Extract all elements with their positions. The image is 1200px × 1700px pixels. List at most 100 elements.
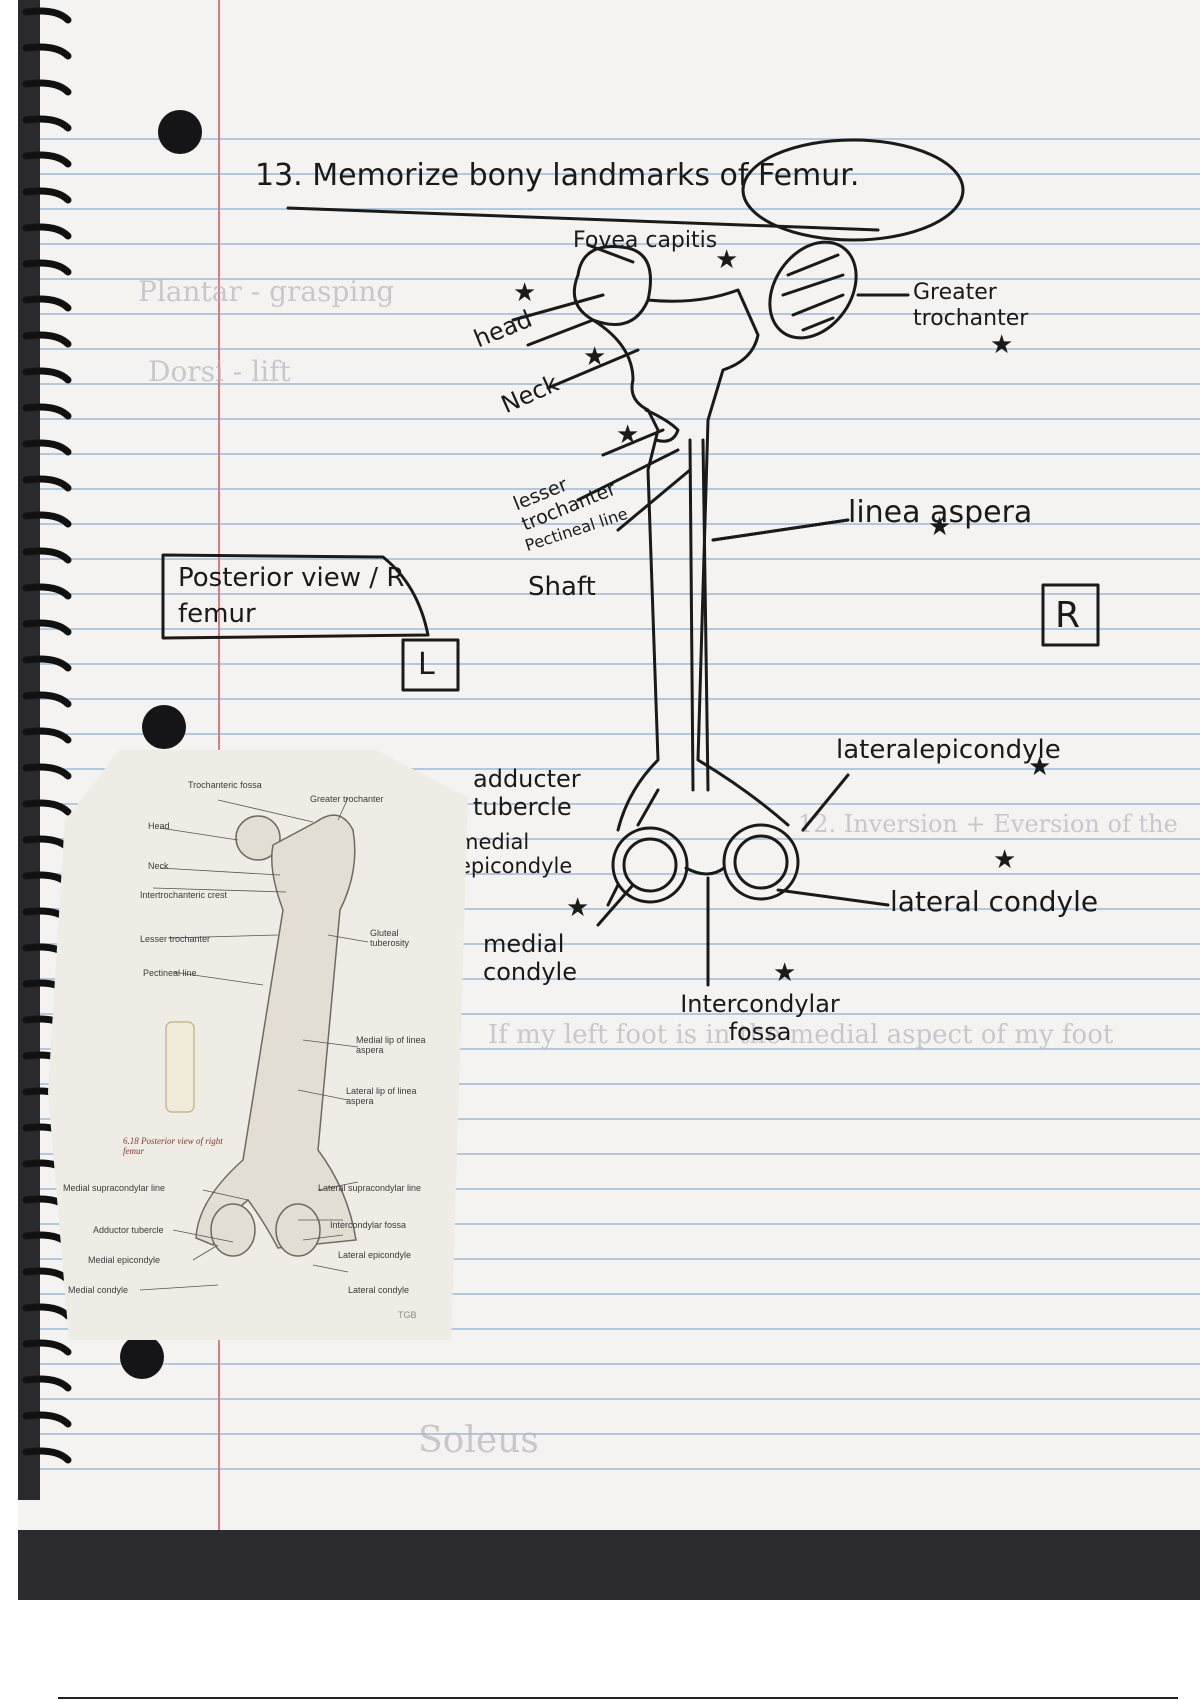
ref-label: Lateral epicondyle — [338, 1250, 412, 1260]
ruled-line — [18, 1223, 1200, 1225]
lesser-trochanter-shape — [644, 408, 680, 443]
ruled-line — [18, 348, 1200, 350]
leader-adductor — [636, 788, 660, 827]
ref-label: Adductor tubercle — [93, 1225, 164, 1235]
ghost-text: Dorsi - lift — [148, 355, 291, 388]
star-icon: ★ — [616, 420, 640, 450]
ref-label: Medial epicondyle — [88, 1255, 161, 1265]
leader-medial-epicondyle — [606, 883, 620, 907]
box-right — [1041, 583, 1100, 647]
reference-femur-image: Trochanteric fossa Greater trochanter He… — [48, 750, 468, 1340]
ruled-line — [18, 173, 1200, 175]
punch-hole — [142, 705, 186, 749]
ruled-line — [18, 488, 1200, 490]
notebook-photo: Plantar - grasping Dorsi - lift 12. Inve… — [18, 0, 1200, 1600]
leader-pectineal — [616, 468, 692, 532]
ref-label: Trochanteric fossa — [188, 780, 262, 790]
ref-label: Intercondylar fossa — [330, 1220, 407, 1230]
ruled-line — [18, 1258, 1200, 1260]
star-icon: ★ — [583, 342, 607, 372]
ref-label: Medial supracondylar line — [63, 1183, 166, 1193]
intercondylar-notch — [684, 866, 726, 876]
ruled-line — [18, 1118, 1200, 1120]
punch-hole — [158, 110, 202, 154]
leader-fovea — [586, 243, 635, 264]
ref-label: Intertrochanteric crest — [140, 890, 228, 900]
femur-head — [572, 245, 652, 326]
ref-label: Head — [148, 821, 170, 831]
star-icon: ★ — [773, 958, 797, 988]
ref-label: Lesser trochanter — [140, 934, 211, 944]
label-intercondylar-fossa: Intercondylar fossa — [680, 990, 840, 1046]
star-icon: ★ — [1028, 752, 1052, 782]
medial-condyle-shape — [611, 826, 689, 904]
ruled-line — [18, 593, 1200, 595]
ruled-line — [18, 138, 1200, 140]
ref-label: Neck — [148, 861, 169, 871]
ruled-line — [18, 1328, 1200, 1330]
label-linea-aspera: linea aspera — [848, 495, 1033, 530]
ruled-line — [18, 873, 1200, 875]
footer-rule — [58, 1697, 1178, 1699]
ruled-line — [18, 418, 1200, 420]
ruled-line — [18, 908, 1200, 910]
star-icon: ★ — [566, 893, 590, 923]
ref-label: Medial condyle — [68, 1285, 129, 1295]
ref-caption: 6.18 Posterior view of right femur — [123, 1136, 223, 1156]
punch-hole — [120, 1335, 164, 1379]
ruled-line — [18, 1083, 1200, 1085]
ghost-text: Plantar - grasping — [138, 275, 395, 308]
femur-proximal-outline — [646, 288, 790, 827]
femur-medial-outline — [591, 318, 660, 832]
leader-lateral-condyle — [776, 888, 890, 907]
leader-neck — [546, 348, 640, 390]
ghost-text: Soleus — [418, 1420, 539, 1461]
greater-trochanter-shape — [768, 240, 858, 340]
ruled-line — [18, 1293, 1200, 1295]
page-title: 13. Memorize bony landmarks of Femur. — [255, 158, 860, 193]
ruled-line — [18, 1363, 1200, 1365]
ref-label: Lateral supracondylar line — [318, 1183, 422, 1193]
ruled-line — [18, 943, 1200, 945]
label-box-right: R — [1055, 595, 1081, 636]
ruled-line — [18, 663, 1200, 665]
leader-lateral-epicondyle — [801, 773, 850, 832]
ghost-text: If my left foot is in the medial aspect … — [488, 1020, 1114, 1050]
ruled-line — [18, 733, 1200, 735]
ruled-line — [18, 1398, 1200, 1400]
ruled-line — [18, 383, 1200, 385]
ruled-line — [18, 1468, 1200, 1470]
star-icon: ★ — [715, 245, 739, 275]
posterior-view-box — [161, 553, 430, 640]
ruled-line — [18, 698, 1200, 700]
title-circle — [741, 138, 965, 242]
label-fovea-capitis: Fovea capitis — [573, 228, 718, 253]
label-lateral-epicondyle: lateralepicondyle — [836, 735, 1061, 765]
box-left — [401, 638, 460, 692]
ref-label: Lateral lip of linea aspera — [346, 1086, 417, 1106]
star-icon: ★ — [928, 512, 952, 542]
title-underline — [286, 206, 880, 232]
leader-head — [511, 293, 605, 322]
label-lateral-condyle: lateral condyle — [890, 885, 1099, 918]
ruled-line — [18, 1188, 1200, 1190]
ref-label: Lateral condyle — [348, 1285, 410, 1295]
label-posterior-view: Posterior view / R femur — [178, 563, 405, 629]
leader-trochanter — [576, 448, 680, 502]
label-adductor-tubercle: adducter tubercle — [473, 765, 581, 821]
ruled-line — [18, 1048, 1200, 1050]
ruled-line — [18, 1153, 1200, 1155]
ref-label: Medial lip of linea aspera — [356, 1035, 426, 1055]
ghost-text: 12. Inversion + Eversion of the — [798, 810, 1178, 838]
ruled-line — [18, 243, 1200, 245]
reference-femur-illustration — [139, 797, 369, 1291]
leader-lesser — [601, 428, 665, 457]
linea-aspera-line — [701, 438, 710, 792]
ruled-line — [18, 558, 1200, 560]
label-medial-epicondyle: medial epicondyle — [458, 830, 573, 878]
label-box-left: L — [418, 647, 435, 682]
ruled-line — [18, 803, 1200, 805]
ref-label: Gluteal tuberosity — [370, 928, 410, 948]
ruled-line — [18, 278, 1200, 280]
ruled-line — [18, 523, 1200, 525]
